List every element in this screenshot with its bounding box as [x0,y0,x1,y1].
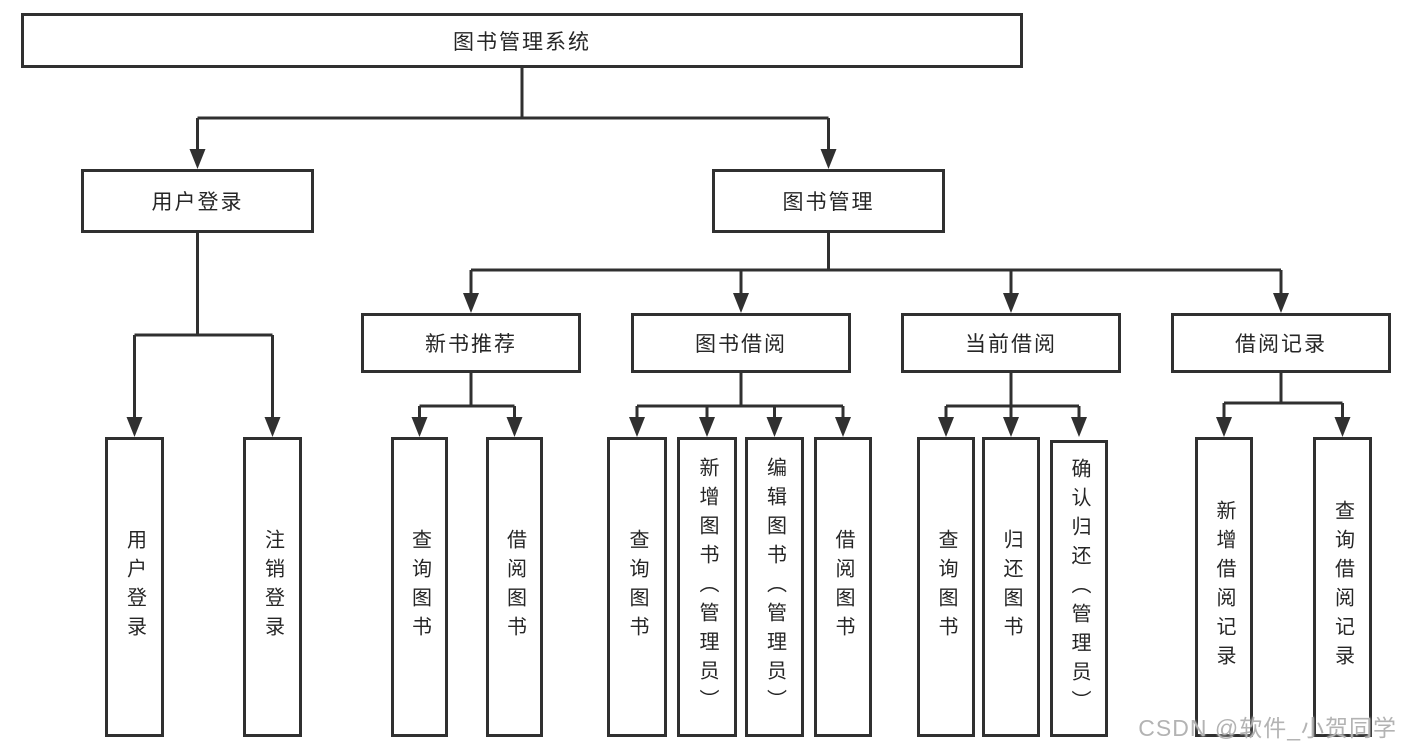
node-current-borrowing: 当前借阅 [901,313,1121,373]
node-user-login-label: 用户登录 [151,191,244,214]
leaf-newrec-query-books: 查询图书 [391,437,448,737]
arrow-icon [126,417,143,437]
leaf-borrowing-borrow-books: 借阅图书 [814,437,872,737]
leaf-borrowing-query-books: 查询图书 [607,437,667,737]
leaf-logout-label: 注销登录 [261,529,284,645]
leaf-borrowing-add-books-admin: 新增图书（管理员） [677,437,737,737]
node-user-login: 用户登录 [81,169,314,233]
leaf-logout: 注销登录 [243,437,302,737]
leaf-current-confirm-return-admin: 确认归还（管理员） [1050,440,1108,737]
arrow-icon [463,293,479,313]
leaf-borrowing-add-books-admin-label: 新增图书（管理员） [696,456,718,718]
node-root: 图书管理系统 [21,13,1023,68]
node-root-label: 图书管理系统 [453,30,591,54]
leaf-borrowing-edit-books-admin: 编辑图书（管理员） [745,437,804,737]
leaf-current-query-books-label: 查询图书 [935,529,957,645]
leaf-current-query-books: 查询图书 [917,437,975,737]
node-book-borrowing-label: 图书借阅 [695,333,787,356]
arrow-icon [506,417,523,437]
node-book-management: 图书管理 [712,169,945,233]
leaf-borrowing-edit-books-admin-label: 编辑图书（管理员） [763,456,786,718]
leaf-user-login: 用户登录 [105,437,164,737]
leaf-newrec-borrow-books-label: 借阅图书 [503,529,526,645]
arrow-icon [766,417,783,437]
arrow-icon [1273,293,1289,313]
leaf-current-return-books: 归还图书 [982,437,1040,737]
node-book-management-label: 图书管理 [782,191,875,214]
arrow-icon [1216,417,1232,437]
arrow-icon [820,149,837,169]
node-current-borrowing-label: 当前借阅 [965,333,1057,356]
arrow-icon [411,417,428,437]
leaf-newrec-query-books-label: 查询图书 [408,529,431,645]
arrow-icon [189,149,206,169]
leaf-records-query-record-label: 查询借阅记录 [1331,500,1354,674]
node-new-book-recommend: 新书推荐 [361,313,581,373]
leaf-user-login-label: 用户登录 [123,529,146,645]
arrow-icon [264,417,281,437]
leaf-current-confirm-return-admin-label: 确认归还（管理员） [1068,458,1090,719]
leaf-records-add-record-label: 新增借阅记录 [1213,500,1235,674]
node-book-borrowing: 图书借阅 [631,313,851,373]
leaf-current-return-books-label: 归还图书 [1000,529,1022,645]
leaf-records-add-record: 新增借阅记录 [1195,437,1253,737]
arrowheads [126,149,1351,437]
arrow-icon [1003,417,1019,437]
arrow-icon [1334,417,1351,437]
node-borrowing-records-label: 借阅记录 [1235,333,1327,356]
arrow-icon [1071,417,1087,437]
connector-shafts [133,68,1344,420]
arrow-icon [629,417,645,437]
leaf-records-query-record: 查询借阅记录 [1313,437,1372,737]
arrow-icon [938,417,954,437]
arrow-icon [835,417,851,437]
arrow-icon [733,293,749,313]
node-new-book-recommend-label: 新书推荐 [425,333,517,356]
arrow-icon [1003,293,1019,313]
leaf-borrowing-borrow-books-label: 借阅图书 [832,529,854,645]
arrow-icon [699,417,715,437]
leaf-newrec-borrow-books: 借阅图书 [486,437,543,737]
node-borrowing-records: 借阅记录 [1171,313,1391,373]
leaf-borrowing-query-books-label: 查询图书 [626,529,648,645]
